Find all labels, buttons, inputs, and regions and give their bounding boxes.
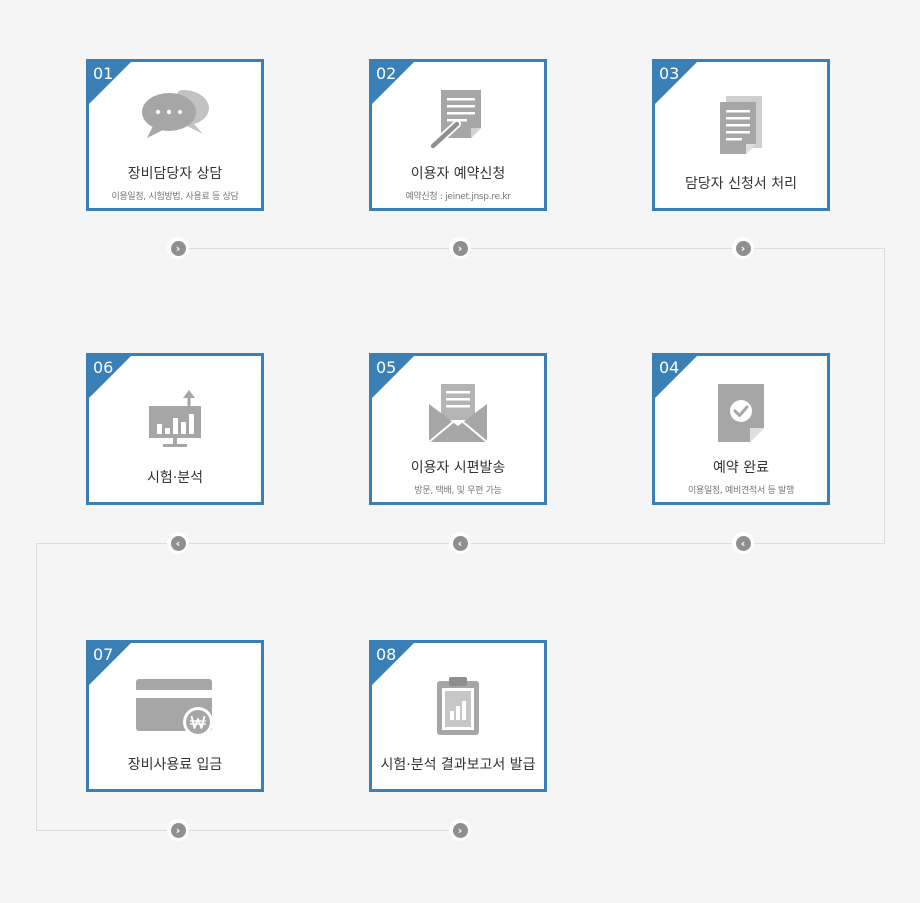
step-01-card: 01 장비담당자 상담 이용일정, 시험방법, 사용료 등 상담: [86, 59, 264, 211]
arrow-right-icon: ›: [449, 237, 471, 259]
step-number-corner: [655, 356, 697, 398]
connector-line: [178, 248, 885, 249]
arrow-right-icon: ›: [167, 819, 189, 841]
step-08-card: 08 시험·분석 결과보고서 발급: [369, 640, 547, 792]
clipboard-report-icon: [435, 675, 481, 741]
step-number: 01: [93, 64, 114, 83]
step-subtitle: 방문, 택배, 및 우편 가능: [414, 486, 502, 496]
arrow-glyph: ›: [170, 822, 186, 838]
arrow-left-icon: ‹: [167, 532, 189, 554]
connector-line: [36, 830, 460, 831]
step-number: 02: [376, 64, 397, 83]
step-title: 이용자 시편발송: [410, 460, 506, 476]
document-stack-icon: [716, 94, 766, 160]
arrow-right-icon: ›: [167, 237, 189, 259]
arrow-right-icon: ›: [732, 237, 754, 259]
step-subtitle: 이용일정, 예비견적서 등 발행: [687, 486, 794, 496]
arrow-left-icon: ‹: [449, 532, 471, 554]
connector-line: [884, 248, 885, 543]
step-number-corner: [655, 62, 697, 104]
step-title: 이용자 예약신청: [410, 166, 506, 182]
step-number: 03: [659, 64, 680, 83]
step-number: 06: [93, 358, 114, 377]
step-number-corner: [372, 356, 414, 398]
step-number-corner: [372, 643, 414, 685]
step-number-corner: [89, 643, 131, 685]
step-number-corner: [89, 356, 131, 398]
credit-card-won-icon: [134, 675, 216, 741]
chat-bubbles-icon: [139, 88, 211, 142]
step-title: 시험·분석 결과보고서 발급: [380, 757, 536, 773]
envelope-letter-icon: [427, 382, 489, 448]
step-number: 07: [93, 645, 114, 664]
arrow-glyph: ‹: [735, 535, 751, 551]
step-title: 장비담당자 상담: [127, 166, 223, 182]
monitor-chart-icon: [145, 388, 205, 454]
step-number-corner: [89, 62, 131, 104]
step-subtitle: 이용일정, 시험방법, 사용료 등 상담: [111, 192, 239, 202]
step-06-card: 06 시험·분석: [86, 353, 264, 505]
document-pen-icon: [427, 88, 489, 154]
arrow-right-icon: ›: [449, 819, 471, 841]
step-02-card: 02 이용자 예약신청 예약신청 : jeinet.jnsp.re.kr: [369, 59, 547, 211]
step-title: 장비사용료 입금: [127, 757, 223, 773]
connector-line: [36, 543, 37, 830]
step-title: 예약 완료: [713, 460, 769, 476]
arrow-glyph: ‹: [170, 535, 186, 551]
step-number: 08: [376, 645, 397, 664]
arrow-left-icon: ‹: [732, 532, 754, 554]
step-number: 04: [659, 358, 680, 377]
step-number: 05: [376, 358, 397, 377]
arrow-glyph: ›: [735, 240, 751, 256]
step-05-card: 05 이용자 시편발송 방문, 택배, 및 우편 가능: [369, 353, 547, 505]
arrow-glyph: ›: [452, 240, 468, 256]
step-subtitle: 예약신청 : jeinet.jnsp.re.kr: [405, 192, 511, 202]
arrow-glyph: ‹: [452, 535, 468, 551]
step-07-card: 07 장비사용료 입금: [86, 640, 264, 792]
step-title: 담당자 신청서 처리: [685, 176, 797, 192]
arrow-glyph: ›: [170, 240, 186, 256]
arrow-glyph: ›: [452, 822, 468, 838]
step-03-card: 03 담당자 신청서 처리: [652, 59, 830, 211]
step-title: 시험·분석: [147, 470, 203, 486]
document-check-icon: [716, 382, 766, 448]
step-04-card: 04 예약 완료 이용일정, 예비견적서 등 발행: [652, 353, 830, 505]
step-number-corner: [372, 62, 414, 104]
